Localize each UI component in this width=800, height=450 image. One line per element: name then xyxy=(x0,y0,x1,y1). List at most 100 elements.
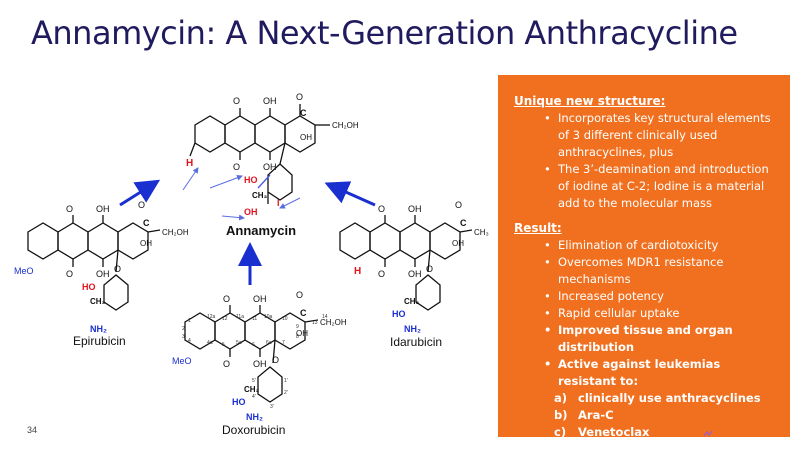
result-bullets: Elimination of cardiotoxicity Overcomes … xyxy=(514,237,780,390)
annamycin-o1: O xyxy=(233,96,240,106)
svg-text:5a: 5a xyxy=(236,340,242,346)
svg-text:O: O xyxy=(223,359,230,369)
svg-text:CH₃: CH₃ xyxy=(90,297,106,306)
svg-text:7: 7 xyxy=(282,340,285,346)
svg-text:2: 2 xyxy=(182,326,185,332)
annamycin-h: H xyxy=(186,158,193,169)
structure-diagram: O OH O OH H O C CH₂OH OH HO CH₃ OH I xyxy=(0,80,500,450)
epirubicin-label: Epirubicin xyxy=(73,334,126,348)
svg-text:MeO: MeO xyxy=(14,266,34,276)
svg-text:2': 2' xyxy=(284,390,288,396)
svg-text:O: O xyxy=(378,204,385,214)
svg-text:HO: HO xyxy=(244,175,258,185)
annamycin-oh2: OH xyxy=(263,162,277,172)
svg-text:CH₂OH: CH₂OH xyxy=(332,121,359,130)
svg-text:NH₂: NH₂ xyxy=(90,324,107,334)
svg-text:HO: HO xyxy=(82,282,96,292)
svg-text:CH₂OH: CH₂OH xyxy=(320,318,347,327)
svg-text:13: 13 xyxy=(312,320,318,326)
svg-text:6: 6 xyxy=(252,342,255,348)
svg-text:4a: 4a xyxy=(207,340,213,346)
svg-text:NH₂: NH₂ xyxy=(246,412,263,422)
arrow-epirubicin xyxy=(119,179,161,207)
svg-text:8: 8 xyxy=(296,334,299,340)
svg-text:O: O xyxy=(378,269,385,279)
bullet-item: Increased potency xyxy=(544,288,780,305)
svg-text:OH: OH xyxy=(300,133,312,142)
sub-item: Venetoclax xyxy=(554,424,780,441)
svg-text:OH: OH xyxy=(296,329,308,338)
svg-text:C: C xyxy=(143,218,150,228)
svg-text:O: O xyxy=(114,264,121,274)
svg-text:HO: HO xyxy=(392,309,406,319)
slide-title: Annamycin: A Next-Generation Anthracycli… xyxy=(31,14,738,52)
svg-text:O: O xyxy=(272,355,279,365)
svg-text:4': 4' xyxy=(252,394,256,400)
svg-text:OH: OH xyxy=(452,239,464,248)
sub-item: Ara-C xyxy=(554,407,780,424)
svg-text:O: O xyxy=(138,200,145,210)
page-number: 34 xyxy=(27,425,38,435)
annamycin-o2: O xyxy=(233,162,240,172)
svg-text:9: 9 xyxy=(296,324,299,330)
corner-logo-icon xyxy=(703,430,713,437)
svg-text:1: 1 xyxy=(188,318,191,324)
svg-text:O: O xyxy=(66,269,73,279)
idarubicin-label: Idarubicin xyxy=(390,335,443,349)
bullet-item: The 3’-deamination and introduction of i… xyxy=(544,161,780,212)
svg-text:O: O xyxy=(66,204,73,214)
svg-text:O: O xyxy=(296,92,303,102)
arrow-idarubicin xyxy=(324,181,376,207)
svg-text:4: 4 xyxy=(188,338,191,344)
annamycin-oh1: OH xyxy=(263,96,277,106)
svg-text:C: C xyxy=(460,218,467,228)
svg-text:OH: OH xyxy=(408,204,422,214)
svg-text:14: 14 xyxy=(322,314,328,320)
svg-text:10: 10 xyxy=(282,316,288,322)
svg-text:CH₃: CH₃ xyxy=(244,385,260,394)
svg-text:OH: OH xyxy=(408,269,422,279)
bullet-item: Elimination of cardiotoxicity xyxy=(544,237,780,254)
epirubicin-structure xyxy=(27,215,161,311)
bullet-item-bold: Improved tissue and organ distribution xyxy=(544,322,780,356)
bullet-item: Rapid cellular uptake xyxy=(544,305,780,322)
svg-text:3: 3 xyxy=(182,334,185,340)
svg-text:3': 3' xyxy=(270,404,274,410)
info-panel: Unique new structure: Incorporates key s… xyxy=(498,75,790,441)
idarubicin-structure xyxy=(339,215,473,311)
svg-text:CH₃: CH₃ xyxy=(404,297,420,306)
svg-text:C: C xyxy=(300,108,307,118)
svg-text:H: H xyxy=(354,266,361,277)
svg-text:CH₂OH: CH₂OH xyxy=(162,228,189,237)
svg-text:5': 5' xyxy=(252,378,256,384)
bullet-item-bold: Active against leukemias resistant to: xyxy=(544,356,780,390)
bullet-item: Overcomes MDR1 resistance mechanisms xyxy=(544,254,780,288)
svg-text:O: O xyxy=(296,290,303,300)
svg-text:OH: OH xyxy=(244,207,258,217)
svg-text:OH: OH xyxy=(253,294,267,304)
svg-text:MeO: MeO xyxy=(172,356,192,366)
svg-text:O: O xyxy=(223,294,230,304)
structure-bullets: Incorporates key structural elements of … xyxy=(514,110,780,212)
svg-text:O: O xyxy=(455,200,462,210)
svg-text:5: 5 xyxy=(222,342,225,348)
svg-text:OH: OH xyxy=(96,269,110,279)
sub-item: clinically use anthracyclines xyxy=(554,390,780,407)
svg-text:12a: 12a xyxy=(207,314,216,320)
svg-text:OH: OH xyxy=(140,239,152,248)
svg-text:12: 12 xyxy=(222,316,228,322)
heading-result: Result: xyxy=(514,221,562,235)
annamycin-structure xyxy=(189,104,330,204)
svg-text:OH: OH xyxy=(96,204,110,214)
svg-text:11: 11 xyxy=(252,316,257,322)
svg-text:HO: HO xyxy=(232,397,246,407)
svg-text:11a: 11a xyxy=(236,314,244,320)
svg-text:1': 1' xyxy=(284,378,288,384)
svg-text:CH₃: CH₃ xyxy=(252,191,268,200)
resistance-sublist: clinically use anthracyclines Ara-C Vene… xyxy=(514,390,780,441)
doxorubicin-label: Doxorubicin xyxy=(222,423,286,437)
svg-text:NH₂: NH₂ xyxy=(404,324,421,334)
svg-text:6a: 6a xyxy=(266,340,272,346)
svg-text:OH: OH xyxy=(253,359,267,369)
